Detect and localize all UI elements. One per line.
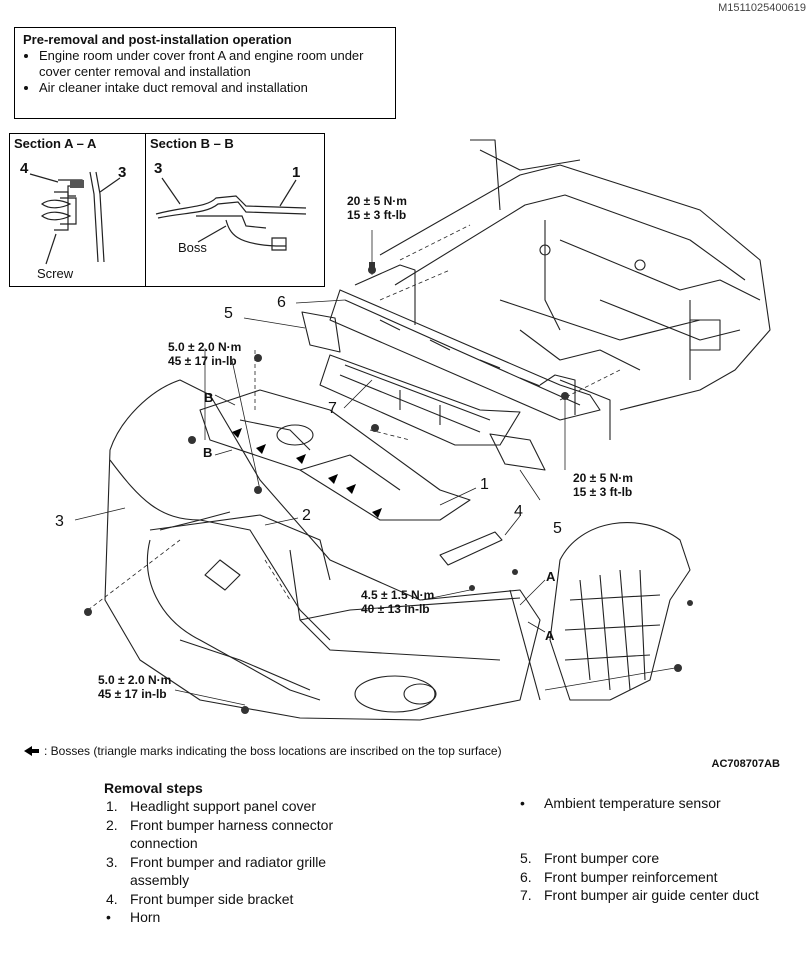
torque-ftlb: 15 ± 3 ft-lb <box>347 208 407 222</box>
torque-spec-top-right: 20 ± 5 N·m 15 ± 3 ft-lb <box>347 194 407 222</box>
boss-legend: : Bosses (triangle marks indicating the … <box>24 744 502 758</box>
torque-nm: 20 ± 5 N·m <box>347 194 407 208</box>
bumper-core-left <box>301 311 341 353</box>
callout-1: 1 <box>480 476 489 493</box>
torque-spec-bracket: 4.5 ± 1.5 N·m 40 ± 13 in-lb <box>361 588 434 616</box>
boss-arrow-icon <box>24 746 39 756</box>
removal-step: 7.Front bumper air guide center duct <box>520 887 759 903</box>
section-a-callout-3: 3 <box>118 164 127 181</box>
section-a-title: Section A – A <box>14 136 97 151</box>
pre-removal-item: Air cleaner intake duct removal and inst… <box>39 80 387 96</box>
side-bracket <box>439 531 503 566</box>
pre-removal-box: Pre-removal and post-installation operat… <box>14 27 396 119</box>
removal-step: 3.Front bumper and radiator grille assem… <box>106 853 327 889</box>
pre-removal-item: Engine room under cover front A and engi… <box>39 48 387 80</box>
callout-6: 6 <box>277 294 286 311</box>
torque-inlb: 45 ± 17 in-lb <box>168 354 237 368</box>
callout-2: 2 <box>302 507 311 524</box>
removal-steps-right: 5.Front bumper core 6.Front bumper reinf… <box>520 849 805 905</box>
torque-spec-left-upper: 5.0 ± 2.0 N·m 45 ± 17 in-lb <box>168 340 241 368</box>
splash-shield <box>549 522 691 701</box>
pre-removal-title: Pre-removal and post-installation operat… <box>23 32 292 47</box>
removal-steps-left: 1.Headlight support panel cover 2.Front … <box>106 797 376 927</box>
torque-nm: 20 ± 5 N·m <box>573 471 633 485</box>
bumper-reinforcement <box>329 264 601 421</box>
removal-step: •Horn <box>106 909 161 925</box>
torque-ftlb: 15 ± 3 ft-lb <box>573 485 633 499</box>
section-a-callout-4: 4 <box>20 160 29 177</box>
callout-5-right: 5 <box>553 520 562 537</box>
section-b-callout-1: 1 <box>292 164 301 181</box>
torque-inlb: 45 ± 17 in-lb <box>98 687 167 701</box>
pre-removal-list: Engine room under cover front A and engi… <box>23 48 387 96</box>
document-id: M1511025400619 <box>718 2 806 14</box>
removal-steps-right-top: •Ambient temperature sensor <box>520 794 800 813</box>
removal-step: •Ambient temperature sensor <box>520 795 721 811</box>
callout-7: 7 <box>328 400 337 417</box>
headlight-panel-cover <box>199 389 471 521</box>
torque-nm: 5.0 ± 2.0 N·m <box>98 673 172 687</box>
callout-3: 3 <box>55 513 64 530</box>
removal-step: 1.Headlight support panel cover <box>106 798 317 814</box>
callout-4: 4 <box>514 503 523 520</box>
section-b-box: Section B – B 3 1 Boss <box>145 133 325 287</box>
section-b-callout-3: 3 <box>154 160 163 177</box>
torque-nm: 5.0 ± 2.0 N·m <box>168 340 242 354</box>
air-guide-center-duct <box>319 354 521 446</box>
section-a-screw-label: Screw <box>37 266 74 281</box>
callout-5-left: 5 <box>224 305 233 322</box>
torque-inlb: 40 ± 13 in-lb <box>361 602 430 616</box>
bumper-core-right <box>489 433 546 471</box>
removal-step: 5.Front bumper core <box>520 850 660 866</box>
section-mark-a-upper: A <box>546 569 556 584</box>
removal-step: 6.Front bumper reinforcement <box>520 868 718 885</box>
figure-code: AC708707AB <box>711 758 780 770</box>
radiator-support-frame <box>379 139 771 440</box>
boss-legend-text: : Bosses (triangle marks indicating the … <box>44 744 502 758</box>
section-mark-a-lower: A <box>545 628 555 643</box>
section-b-drawing <box>155 177 307 251</box>
section-a-drawing <box>29 171 121 265</box>
torque-spec-left-lower: 5.0 ± 2.0 N·m 45 ± 17 in-lb <box>98 673 171 701</box>
removal-step: 2.Front bumper harness connector connect… <box>106 816 334 852</box>
section-mark-b-lower: B <box>203 445 213 460</box>
removal-steps-title: Removal steps <box>104 780 203 796</box>
removal-step: 4.Front bumper side bracket <box>106 890 294 907</box>
section-b-boss-label: Boss <box>178 240 207 255</box>
section-b-title: Section B – B <box>150 136 234 151</box>
torque-nm: 4.5 ± 1.5 N·m <box>361 588 435 602</box>
torque-spec-mid-right: 20 ± 5 N·m 15 ± 3 ft-lb <box>573 471 633 499</box>
bumper-grille-assembly <box>104 379 541 721</box>
section-mark-b-upper: B <box>204 390 214 405</box>
